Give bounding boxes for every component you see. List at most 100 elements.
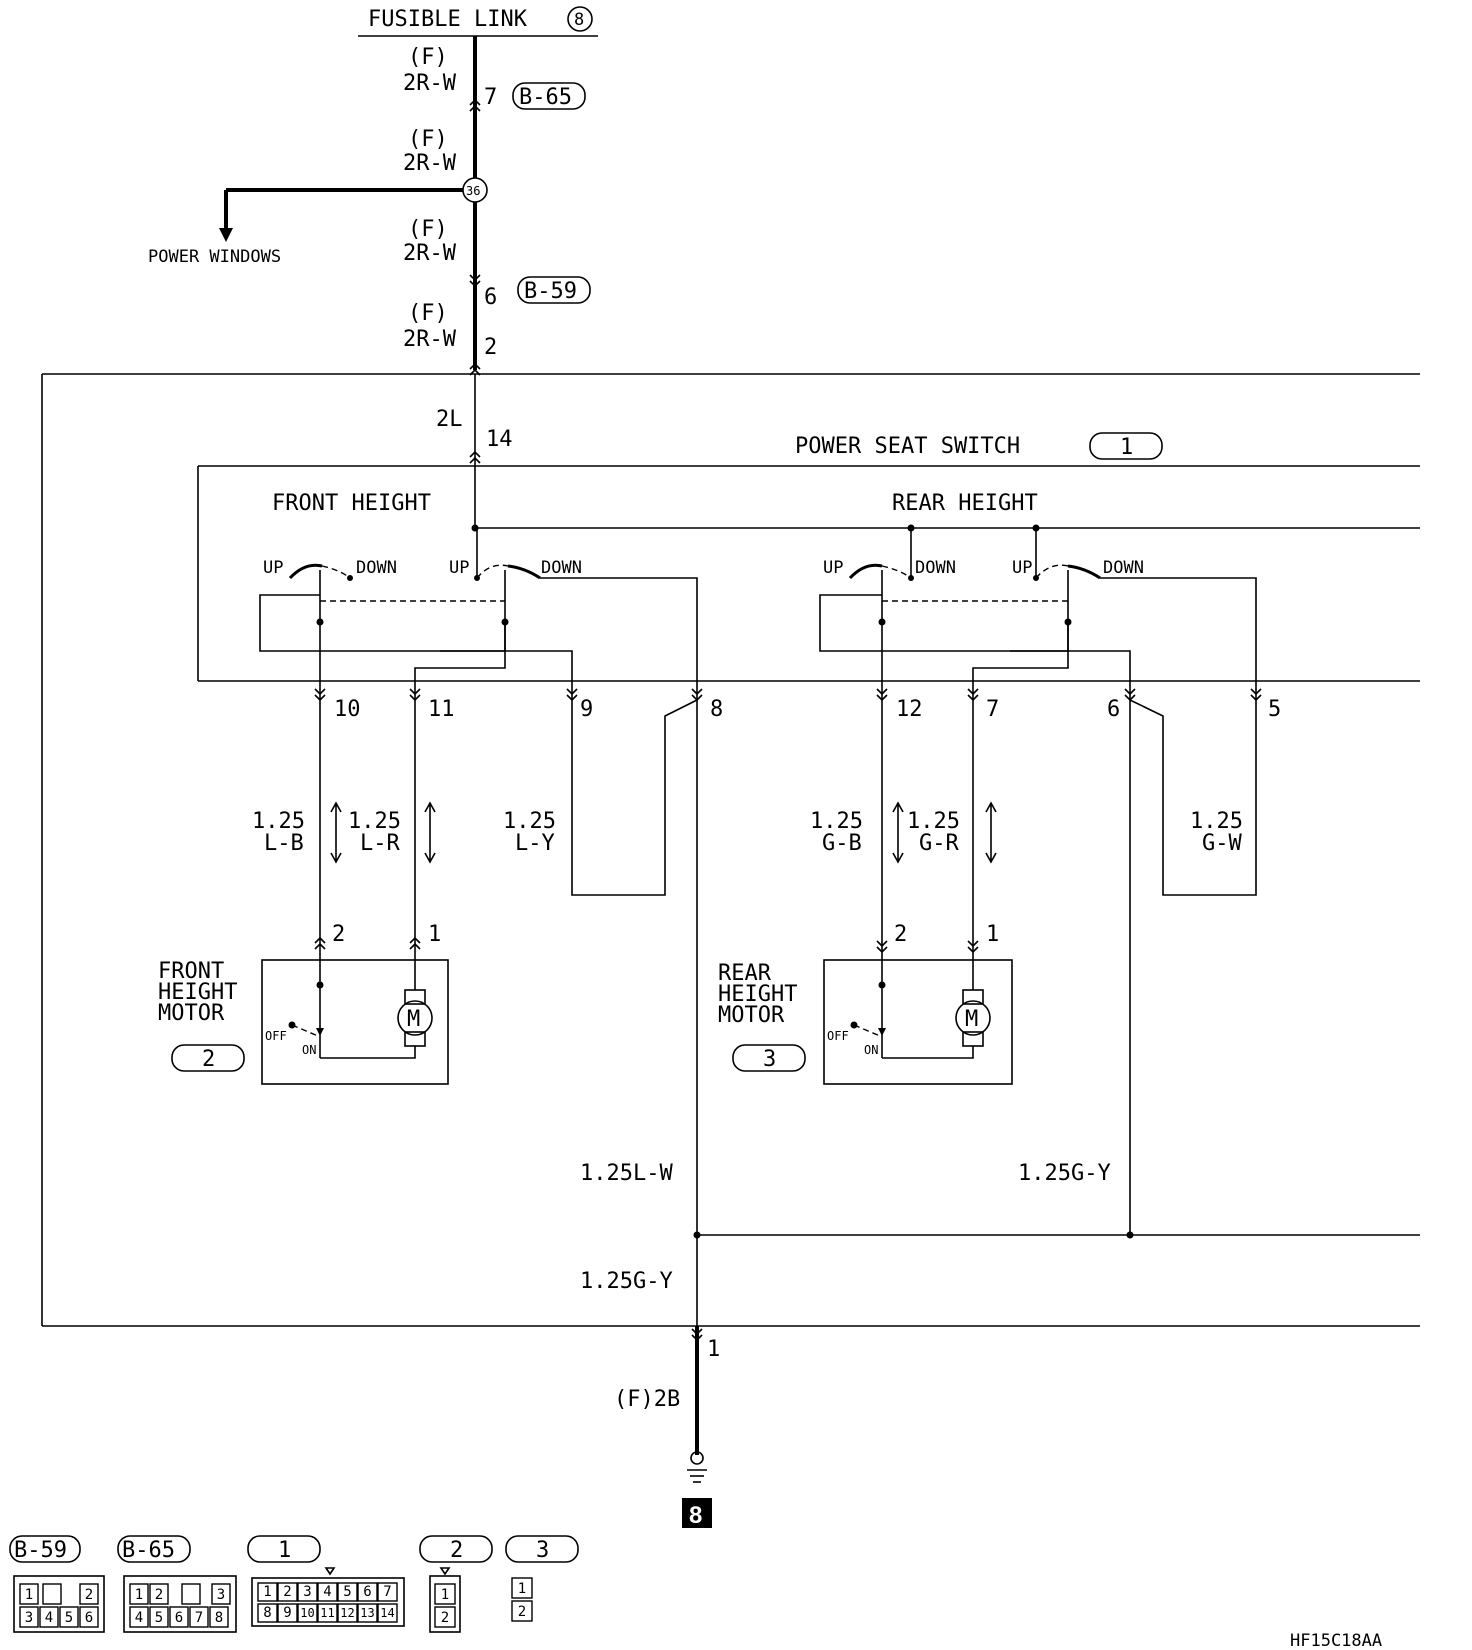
- figure-code: HF15C18AA: [1290, 1631, 1382, 1650]
- legend-c3-label: 3: [536, 1538, 549, 1563]
- b65-pin: 8: [215, 1610, 223, 1626]
- c1-cell: [357, 1603, 378, 1623]
- wire-color-3: 2R-W: [403, 241, 457, 266]
- c1-pin: 9: [283, 1605, 291, 1621]
- c1-cell: [317, 1603, 338, 1623]
- rear-gb-size: 1.25: [810, 809, 863, 834]
- wire-code-3: (F): [408, 217, 448, 242]
- rear-motor-on: ON: [864, 1043, 878, 1057]
- rear-motor-line2: HEIGHT: [718, 982, 797, 1007]
- b59-pin: 1: [25, 1587, 33, 1603]
- b59-tag: [517, 276, 591, 304]
- b65-cell: [169, 1606, 189, 1628]
- c1-pin: 12: [340, 1606, 354, 1620]
- c1-cell: [337, 1603, 358, 1623]
- rear-down-right: DOWN: [1103, 558, 1144, 578]
- rear-up-right: UP: [1012, 558, 1032, 578]
- fusible-link-number: 8: [574, 10, 584, 30]
- gy-label-1: 1.25G-Y: [1018, 1161, 1111, 1186]
- front-up-left: UP: [263, 558, 283, 578]
- b65-tag: [512, 82, 586, 110]
- pin-b65: 7: [484, 85, 497, 110]
- rear-height-motor: [823, 959, 1013, 1085]
- pin-14: 14: [486, 427, 513, 452]
- b59-label: B-59: [524, 279, 577, 304]
- b65-cell: [209, 1606, 229, 1628]
- b65-pin: 3: [217, 1587, 225, 1603]
- rear-motor-id: 3: [763, 1047, 776, 1072]
- legend-c1-label: 1: [278, 1538, 291, 1563]
- c1-cell: [277, 1582, 298, 1602]
- b59-pin: 5: [65, 1610, 73, 1626]
- c1-pin: 11: [320, 1606, 334, 1620]
- b59-pin: 6: [85, 1610, 93, 1626]
- pin-fm2: 2: [332, 922, 345, 947]
- b65-key-cell: [181, 1583, 201, 1605]
- rear-motor-line3: MOTOR: [718, 1003, 785, 1028]
- b59-pin: 2: [85, 1587, 93, 1603]
- c1-cell: [277, 1603, 298, 1623]
- wire-color-4: 2R-W: [403, 327, 457, 352]
- ground-wire-label: (F)2B: [614, 1387, 680, 1412]
- rear-gw-color: G-W: [1202, 831, 1242, 856]
- c1-cell: [297, 1582, 318, 1602]
- b59-cell: [79, 1606, 99, 1628]
- pin-6: 6: [1107, 697, 1120, 722]
- c1-pin: 2: [283, 1584, 291, 1600]
- c1-pin: 1: [263, 1584, 271, 1600]
- switch-id: 1: [1120, 435, 1133, 460]
- power-seat-switch-title: POWER SEAT SWITCH: [795, 434, 1020, 459]
- front-height-label: FRONT HEIGHT: [272, 491, 431, 516]
- b65-label: B-65: [519, 85, 572, 110]
- pin-10: 10: [334, 697, 361, 722]
- rear-height-switch: UP DOWN UP DOWN: [819, 528, 1257, 700]
- front-height-motor: [261, 959, 449, 1085]
- c1-pin: 13: [360, 1606, 374, 1620]
- power-windows-label: POWER WINDOWS: [148, 247, 281, 267]
- c1-pin: 4: [323, 1584, 331, 1600]
- front-down-right: DOWN: [541, 558, 582, 578]
- pin-12: 12: [896, 697, 923, 722]
- fusible-link-number-circle: [567, 6, 593, 32]
- pin-8: 8: [710, 697, 723, 722]
- wire-code-1: (F): [408, 45, 448, 70]
- c1-cell: [257, 1603, 278, 1623]
- current-direction-arrows: [330, 801, 997, 864]
- front-down-left: DOWN: [356, 558, 397, 578]
- front-motor-tag: [171, 1044, 245, 1072]
- front-motor-off: OFF: [265, 1029, 287, 1043]
- c1-cell: [377, 1582, 398, 1602]
- b59-cell: [19, 1606, 39, 1628]
- c1-pin: 8: [263, 1605, 271, 1621]
- c1-pin: 6: [363, 1584, 371, 1600]
- c3-pin: 2: [518, 1604, 526, 1620]
- pin-gnd: 1: [707, 1337, 720, 1362]
- ground-point-badge: [682, 1498, 712, 1528]
- rear-gr-size: 1.25: [907, 809, 960, 834]
- front-lr-size: 1.25: [348, 809, 401, 834]
- b59-cell: [19, 1583, 39, 1605]
- c3-cell: [511, 1577, 533, 1599]
- c1-cell: [377, 1603, 398, 1623]
- front-ly-size: 1.25: [503, 809, 556, 834]
- fusible-link-label: FUSIBLE LINK: [368, 7, 528, 32]
- legend-c2-label: 2: [450, 1538, 463, 1563]
- legend-b59-label: B-59: [14, 1538, 67, 1563]
- junction-label: 36: [466, 184, 480, 198]
- front-up-right: UP: [449, 558, 469, 578]
- front-height-switch: UP DOWN UP DOWN: [259, 528, 698, 700]
- pin-fm1: 1: [428, 922, 441, 947]
- c1-pin: 10: [300, 1606, 314, 1620]
- c1-cell: [317, 1582, 338, 1602]
- c1-pin: 3: [303, 1584, 311, 1600]
- pin-11: 11: [428, 697, 455, 722]
- b59-cell: [79, 1583, 99, 1605]
- front-motor-symbol: [397, 1000, 433, 1036]
- pin-7: 7: [986, 697, 999, 722]
- front-lb-size: 1.25: [252, 809, 305, 834]
- c3-pin: 1: [518, 1581, 526, 1597]
- c2-pin: 1: [441, 1587, 449, 1603]
- front-motor-on: ON: [302, 1043, 316, 1057]
- b65-cell: [129, 1583, 149, 1605]
